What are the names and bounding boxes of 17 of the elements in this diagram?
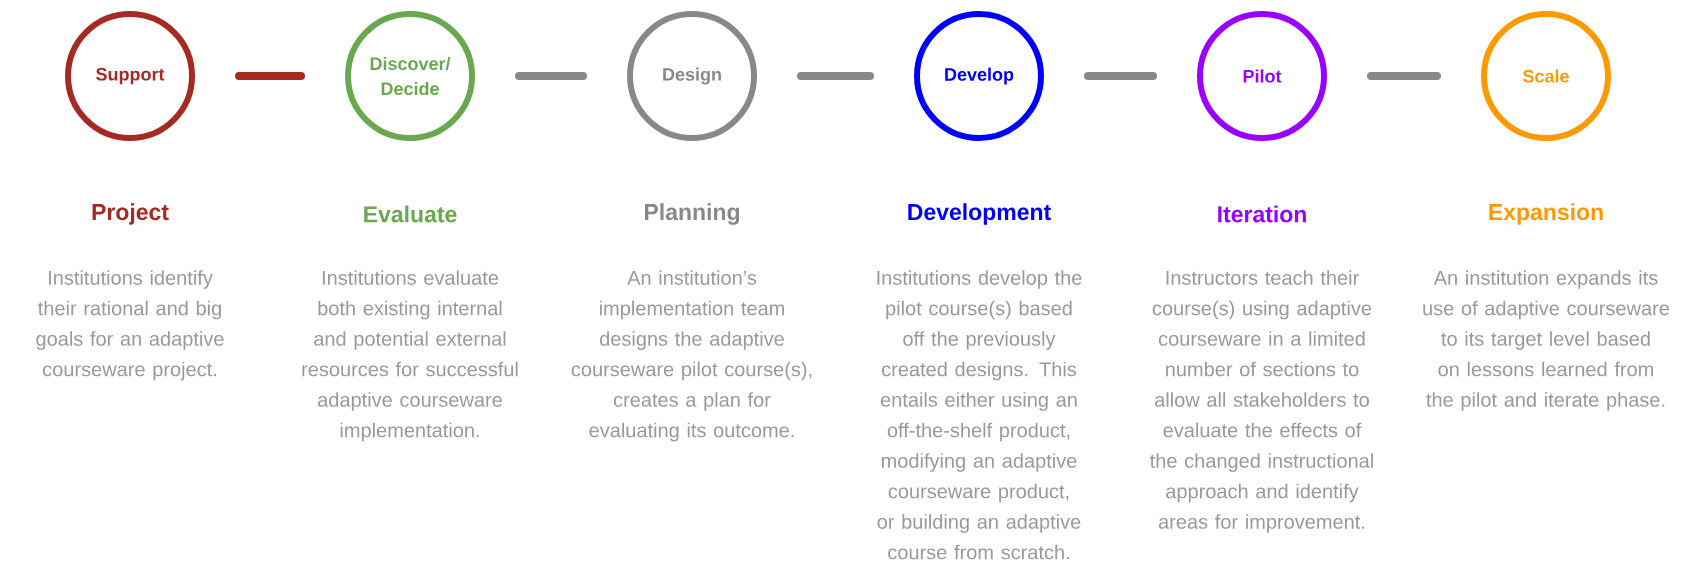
step-description: An institution expands its use of adaptive courseware to its target level based on lessons learned from the pilot and iterate phase. <box>1423 270 1669 411</box>
step-description: An institution’s implementation team designs the adaptive courseware pilot course(s), creates a plan for evaluating its outcome. <box>571 270 812 442</box>
connector-bar <box>1367 72 1441 80</box>
step-heading: Planning <box>645 203 740 225</box>
step-heading: Iteration <box>1218 205 1306 223</box>
step-description: Instructors teach their course(s) using adaptive courseware in a limited number of sections to allow all stakeholders to evaluate the effects of the changed instructional approach and identify areas for improvement. <box>1150 270 1373 533</box>
step-heading: Project <box>92 203 169 225</box>
connector-bar <box>797 72 874 80</box>
connector-bar <box>235 72 305 80</box>
step-heading: Expansion <box>1489 203 1603 225</box>
step-description: Institutions identify their rational and big goals for an adaptive courseware project. <box>36 270 224 381</box>
step-heading: Development <box>908 203 1051 225</box>
step-description: Institutions evaluate both existing internal and potential external resources for successful adaptive courseware implementation. <box>302 270 518 442</box>
connector-bar <box>515 72 587 80</box>
step-description: Institutions develop the pilot course(s) based off the previously created designs. This entails either using an off-the-shelf product, modifying an adaptive courseware product, or building an adaptive course from scratch. <box>877 270 1082 560</box>
step-heading: Evaluate <box>364 205 457 223</box>
connector-bar <box>1084 72 1157 80</box>
